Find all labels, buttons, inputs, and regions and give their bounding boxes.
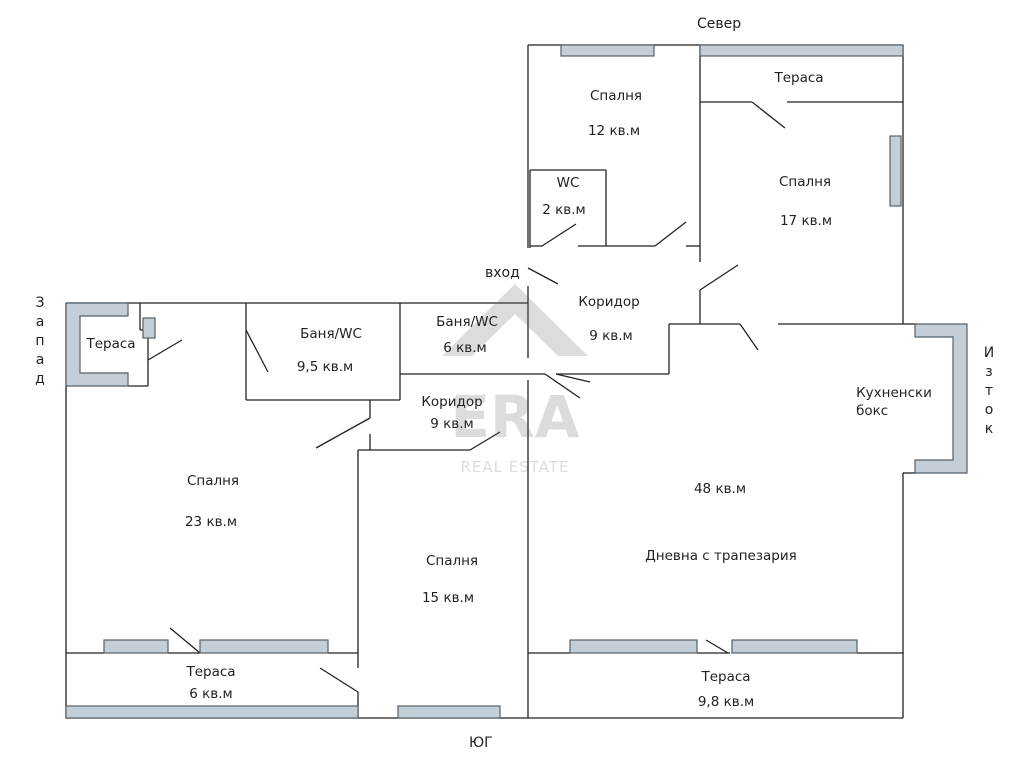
room-wc-area: 2 кв.м bbox=[542, 202, 586, 218]
room-terrace-sw-area: 6 кв.м bbox=[189, 686, 233, 702]
room-living-name: Дневна с трапезария bbox=[645, 547, 797, 564]
room-terrace-se-name: Тераса bbox=[701, 668, 751, 685]
room-bedroom-north-name: Спалня bbox=[589, 87, 643, 104]
room-bedroom-south-name: Спалня bbox=[425, 552, 479, 569]
window-living-2 bbox=[731, 639, 858, 654]
room-bedroom-south-area: 15 кв.м bbox=[421, 590, 475, 606]
window-living-1 bbox=[569, 639, 698, 654]
window-bedroom-west-2 bbox=[199, 639, 329, 654]
room-living-area: 48 кв.м bbox=[693, 481, 747, 497]
compass-south: ЮГ bbox=[469, 735, 493, 751]
room-wc-name: WC bbox=[556, 174, 580, 191]
room-terrace-sw-name: Тераса bbox=[186, 663, 236, 680]
window-bedroom-south bbox=[397, 705, 501, 719]
room-bedroom-west-name: Спалня bbox=[186, 472, 240, 489]
room-corridor-north-name: Коридор bbox=[578, 293, 640, 310]
room-bedroom-west-area: 23 кв.м bbox=[184, 514, 238, 530]
room-bedroom-east-area: 17 кв.м bbox=[779, 213, 833, 229]
window-bedroom-north bbox=[560, 44, 655, 57]
room-bedroom-east-name: Спалня bbox=[778, 173, 832, 190]
room-terrace-se-area: 9,8 кв.м bbox=[697, 694, 755, 710]
room-bath-left-area: 9,5 кв.м bbox=[296, 359, 354, 375]
room-bath-left-name: Баня/WC bbox=[300, 325, 362, 342]
room-bath-mid-name: Баня/WC bbox=[436, 313, 498, 330]
room-corridor-south-area: 9 кв.м bbox=[430, 416, 474, 432]
room-bath-mid-area: 6 кв.м bbox=[443, 340, 487, 356]
window-terrace-west-small bbox=[142, 317, 156, 339]
walls bbox=[65, 44, 917, 719]
window-terrace-west bbox=[65, 302, 129, 387]
window-kitchen-bay bbox=[914, 323, 968, 474]
window-bedroom-east bbox=[889, 135, 902, 207]
window-terrace-north bbox=[699, 44, 904, 57]
window-bedroom-west-1 bbox=[103, 639, 169, 654]
windows bbox=[65, 44, 968, 719]
room-bedroom-north-area: 12 кв.м bbox=[587, 123, 641, 139]
entrance-label: вход bbox=[485, 265, 520, 281]
room-terrace-ne-name: Тераса bbox=[774, 69, 824, 86]
room-corridor-south-name: Коридор bbox=[421, 393, 483, 410]
compass-north: Север bbox=[697, 16, 742, 32]
room-corridor-north-area: 9 кв.м bbox=[589, 328, 633, 344]
window-terrace-southwest bbox=[65, 705, 359, 719]
room-terrace-west-name: Тераса bbox=[86, 335, 136, 352]
